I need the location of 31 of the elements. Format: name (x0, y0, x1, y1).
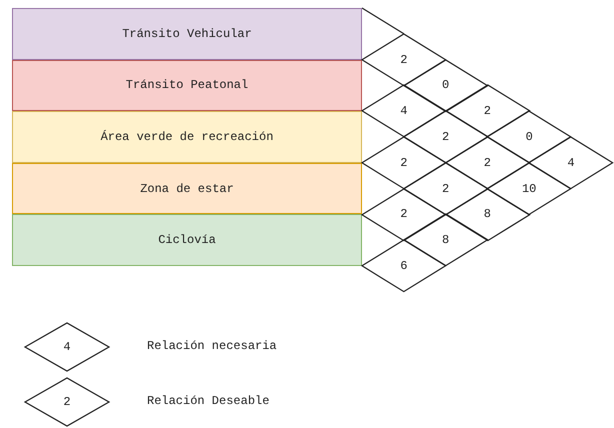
category-row (12, 60, 362, 112)
category-row (12, 214, 362, 266)
legend-diamond (25, 378, 109, 426)
row-label: Zona de estar (140, 182, 234, 196)
relation-value: 0 (526, 130, 533, 144)
row-label: Área verde de recreación (100, 130, 274, 144)
row-label: Tránsito Vehicular (122, 26, 252, 41)
relation-value: 2 (63, 395, 71, 409)
relation-value: 0 (442, 78, 450, 92)
relation-value: 4 (63, 340, 71, 354)
category-row (12, 8, 362, 60)
relation-value: 2 (442, 130, 450, 144)
relation-value: 4 (567, 156, 575, 170)
relation-value: 2 (400, 207, 408, 222)
diamond-caption: Relación necesaria (147, 339, 277, 353)
relation-value: 8 (484, 207, 491, 222)
diamond-caption: Relación Deseable (147, 394, 270, 408)
relation-value: 10 (522, 182, 536, 196)
relation-value: 2 (484, 104, 491, 118)
legend-diamond (25, 323, 109, 371)
relation-value: 2 (442, 182, 450, 196)
relation-value: 2 (484, 156, 491, 170)
row-label: Tránsito Peatonal (126, 78, 248, 92)
category-row (12, 162, 362, 214)
relation-value: 6 (400, 258, 408, 273)
relation-value: 2 (400, 52, 408, 67)
relation-value: 8 (442, 233, 450, 248)
row-label: Ciclovía (158, 233, 216, 248)
category-row (12, 111, 362, 163)
relation-value: 2 (400, 156, 408, 170)
relation-value: 4 (400, 104, 408, 118)
